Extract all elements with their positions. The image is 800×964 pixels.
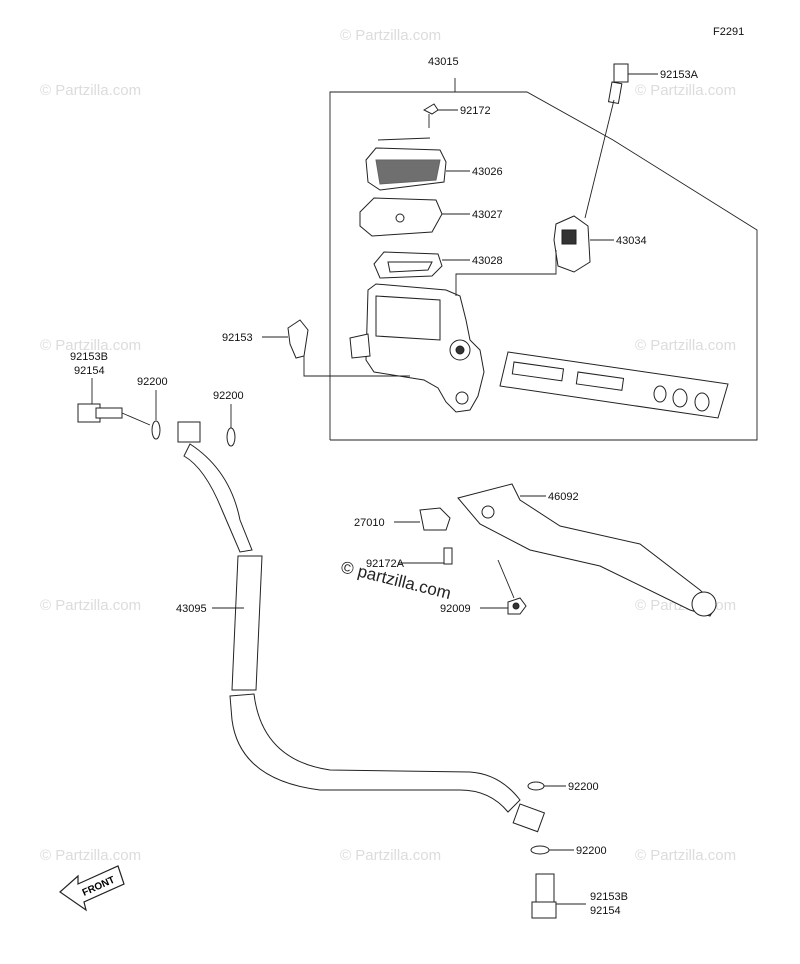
brake-hose-43095: [177, 421, 546, 833]
diaphragm-43028: [373, 251, 470, 279]
front-arrow-icon: FRONT: [59, 865, 125, 912]
watermark: © Partzilla.com: [40, 337, 141, 354]
watermark: © Partzilla.com: [40, 597, 141, 614]
plate-43027: [359, 197, 470, 237]
label-92153: 92153: [222, 332, 253, 344]
label-92154-top: 92154: [74, 365, 105, 377]
label-92153A: 92153A: [660, 69, 699, 81]
banjo-bolt-bottom: [531, 873, 586, 919]
label-92200-c: 92200: [568, 781, 599, 793]
label-46092: 46092: [548, 491, 579, 503]
label-43015: 43015: [428, 56, 459, 68]
label-92200-a: 92200: [137, 376, 168, 388]
label-43095: 43095: [176, 603, 207, 615]
washer-92200-b: [226, 404, 236, 447]
label-27010: 27010: [354, 517, 385, 529]
screw-92172: [422, 103, 458, 128]
watermark: © Partzilla.com: [635, 337, 736, 354]
washer-92200-d: [530, 845, 574, 855]
label-43026: 43026: [472, 166, 503, 178]
label-92009: 92009: [440, 603, 471, 615]
watermark: © Partzilla.com: [635, 82, 736, 99]
cap-43026: [365, 137, 470, 191]
watermark: © Partzilla.com: [635, 847, 736, 864]
switch-27010: [394, 507, 451, 531]
label-43027: 43027: [472, 209, 503, 221]
label-92172: 92172: [460, 105, 491, 117]
watermark: © Partzilla.com: [40, 847, 141, 864]
screw-92172A: [398, 547, 453, 565]
label-92154-bottom: 92154: [590, 905, 621, 917]
label-92200-d: 92200: [576, 845, 607, 857]
washer-92200-a: [151, 390, 161, 440]
watermark: © Partzilla.com: [340, 847, 441, 864]
label-92153B-bottom: 92153B: [590, 891, 628, 903]
label-92172A: 92172A: [366, 558, 405, 570]
label-43028: 43028: [472, 255, 503, 267]
label-92153B-top: 92153B: [70, 351, 108, 363]
banjo-bolt-top: [77, 378, 151, 426]
figure-code: F2291: [713, 26, 744, 38]
label-92200-b: 92200: [213, 390, 244, 402]
bolt-92153: [262, 319, 410, 377]
washer-92200-c: [527, 781, 566, 791]
master-cylinder-body: [349, 283, 485, 413]
label-43034: 43034: [616, 235, 647, 247]
watermark: © Partzilla.com: [340, 27, 441, 44]
bolt-92153A: [584, 63, 658, 219]
piston-kit: [499, 351, 729, 419]
assembly-box: [329, 78, 758, 441]
switch-43034: [455, 215, 614, 296]
watermark: © Partzilla.com: [40, 82, 141, 99]
lever-46092: [457, 483, 717, 617]
nut-92009: [480, 597, 527, 615]
